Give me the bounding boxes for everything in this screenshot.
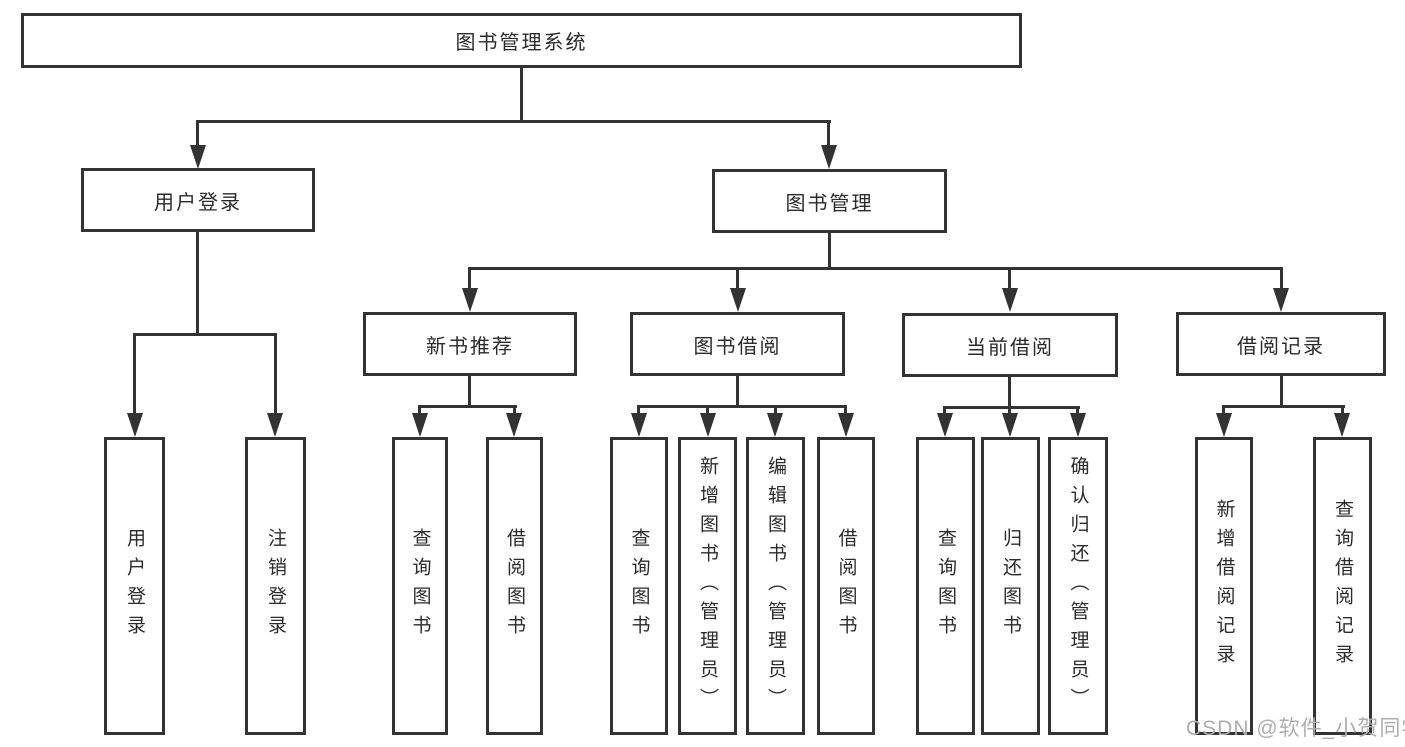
connector-stem <box>196 232 199 336</box>
leaf-return-book: 归还图书 <box>981 437 1040 735</box>
connector-drop <box>468 267 471 292</box>
connector-bar <box>637 405 847 408</box>
connector-drop <box>1222 405 1225 417</box>
connector-stem <box>1008 377 1011 409</box>
connector-drop <box>1008 406 1011 417</box>
connector-drop <box>513 405 516 417</box>
down-arrowhead <box>937 413 953 437</box>
connector-drop <box>133 333 136 417</box>
node-label: 借阅图书 <box>504 528 525 644</box>
node-label: 编辑图书（管理员） <box>765 455 786 717</box>
connector-drop <box>1008 267 1011 292</box>
node-new-book-recommendation: 新书推荐 <box>363 312 577 376</box>
connector-drop <box>706 405 709 417</box>
node-book-management: 图书管理 <box>712 169 947 233</box>
node-library-system: 图书管理系统 <box>21 13 1022 68</box>
watermark: CSDN @软件_小贺同学 <box>1186 717 1405 740</box>
leaf-add-borrow-record: 新增借阅记录 <box>1195 437 1253 735</box>
node-label: 新书推荐 <box>426 335 514 358</box>
down-arrowhead <box>127 413 143 437</box>
connector-drop <box>637 405 640 417</box>
down-arrowhead <box>1273 288 1289 312</box>
leaf-confirm-return-admin: 确认归还（管理员） <box>1048 437 1108 735</box>
connector-bar <box>943 406 1080 409</box>
leaf-query-books-recommend: 查询图书 <box>392 437 448 735</box>
down-arrowhead <box>821 145 837 169</box>
node-label: 查询借阅记录 <box>1332 499 1353 673</box>
connector-stem <box>736 376 739 408</box>
down-arrowhead <box>838 413 854 437</box>
leaf-logout-login: 注销登录 <box>245 437 306 735</box>
down-arrowhead <box>267 413 283 437</box>
node-label: 确认归还（管理员） <box>1067 455 1089 717</box>
node-book-borrowing: 图书借阅 <box>630 312 845 376</box>
down-arrowhead <box>1216 413 1232 437</box>
connector-drop <box>1280 267 1283 292</box>
connector-drop <box>418 405 421 417</box>
node-label: 用户登录 <box>124 528 145 644</box>
node-label: 查询图书 <box>628 528 650 644</box>
node-label: 查询图书 <box>409 528 431 644</box>
leaf-user-login: 用户登录 <box>104 437 165 735</box>
connector-drop <box>943 406 946 417</box>
connector-bar <box>197 120 831 123</box>
down-arrowhead <box>412 413 428 437</box>
connector-drop <box>774 405 777 417</box>
node-current-borrowing: 当前借阅 <box>902 313 1118 377</box>
down-arrowhead <box>190 145 206 169</box>
leaf-query-borrow-record: 查询借阅记录 <box>1313 437 1372 735</box>
leaf-edit-book-admin: 编辑图书（管理员） <box>746 437 805 735</box>
down-arrowhead <box>700 413 716 437</box>
node-label: 用户登录 <box>154 191 242 214</box>
down-arrowhead <box>1002 288 1018 312</box>
leaf-query-books-borrowing: 查询图书 <box>610 437 668 735</box>
down-arrowhead <box>730 288 746 312</box>
node-label: 归还图书 <box>1000 528 1021 644</box>
down-arrowhead <box>1070 413 1086 437</box>
connector-drop <box>274 333 277 417</box>
connector-drop <box>196 120 199 148</box>
connector-bar <box>469 267 1283 270</box>
down-arrowhead <box>1002 413 1018 437</box>
connector-drop <box>1076 406 1079 417</box>
connector-drop <box>827 120 830 148</box>
node-label: 新增图书（管理员） <box>697 455 718 717</box>
connector-drop <box>844 405 847 417</box>
node-user-login: 用户登录 <box>81 168 315 232</box>
node-borrowing-records: 借阅记录 <box>1176 312 1386 376</box>
node-label: 查询图书 <box>935 528 956 644</box>
node-label: 当前借阅 <box>966 336 1054 359</box>
connector-stem <box>520 68 523 123</box>
connector-stem <box>1280 376 1283 408</box>
connector-stem <box>828 233 831 270</box>
leaf-borrow-books-recommend: 借阅图书 <box>486 437 543 735</box>
node-label: 图书管理系统 <box>455 32 588 54</box>
connector-bar <box>133 333 277 336</box>
node-label: 图书借阅 <box>693 335 782 358</box>
down-arrowhead <box>462 288 478 312</box>
connector-stem <box>468 376 471 408</box>
node-label: 借阅记录 <box>1237 335 1325 358</box>
leaf-add-book-admin: 新增图书（管理员） <box>678 437 737 735</box>
connector-bar <box>1222 405 1345 408</box>
node-label: 注销登录 <box>265 528 286 644</box>
connector-drop <box>736 267 739 292</box>
connector-bar <box>418 405 517 408</box>
down-arrowhead <box>767 413 783 437</box>
node-label: 新增借阅记录 <box>1213 499 1235 673</box>
down-arrowhead <box>631 413 647 437</box>
connector-drop <box>1341 405 1344 417</box>
down-arrowhead <box>1334 413 1350 437</box>
leaf-borrow-books-borrowing: 借阅图书 <box>817 437 875 735</box>
node-label: 借阅图书 <box>835 528 857 644</box>
leaf-query-books-current: 查询图书 <box>916 437 975 735</box>
down-arrowhead <box>506 413 522 437</box>
node-label: 图书管理 <box>785 192 874 215</box>
